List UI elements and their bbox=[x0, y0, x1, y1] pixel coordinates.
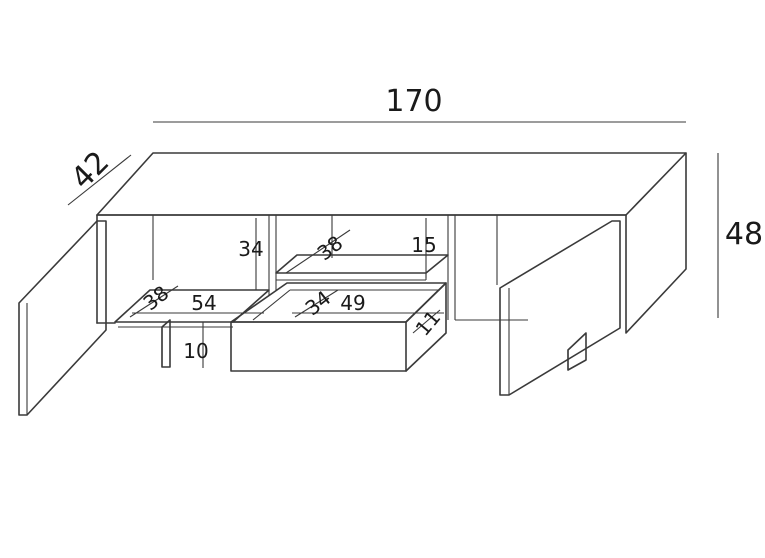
drawer-depth-label: 34 bbox=[301, 286, 336, 321]
left-width-label: 54 bbox=[191, 291, 216, 315]
foot-height-label: 10 bbox=[183, 339, 208, 363]
drawer-height-label: 11 bbox=[411, 306, 446, 341]
left-depth-label: 38 bbox=[139, 281, 174, 316]
depth-label: 42 bbox=[64, 144, 116, 196]
cabinet-body bbox=[96, 152, 687, 334]
shelf-height-label: 34 bbox=[238, 237, 263, 261]
drawer bbox=[230, 282, 447, 372]
center-shelf-gap-label: 15 bbox=[411, 233, 436, 257]
height-label: 48 bbox=[725, 217, 763, 252]
center-compartment bbox=[275, 215, 456, 320]
drawer-width-label: 49 bbox=[340, 291, 365, 315]
dimension-lines bbox=[67, 121, 719, 368]
right-compartment bbox=[455, 215, 587, 371]
left-compartment bbox=[114, 215, 270, 368]
left-door bbox=[18, 220, 107, 416]
right-door bbox=[499, 220, 621, 396]
width-label: 170 bbox=[385, 84, 442, 119]
